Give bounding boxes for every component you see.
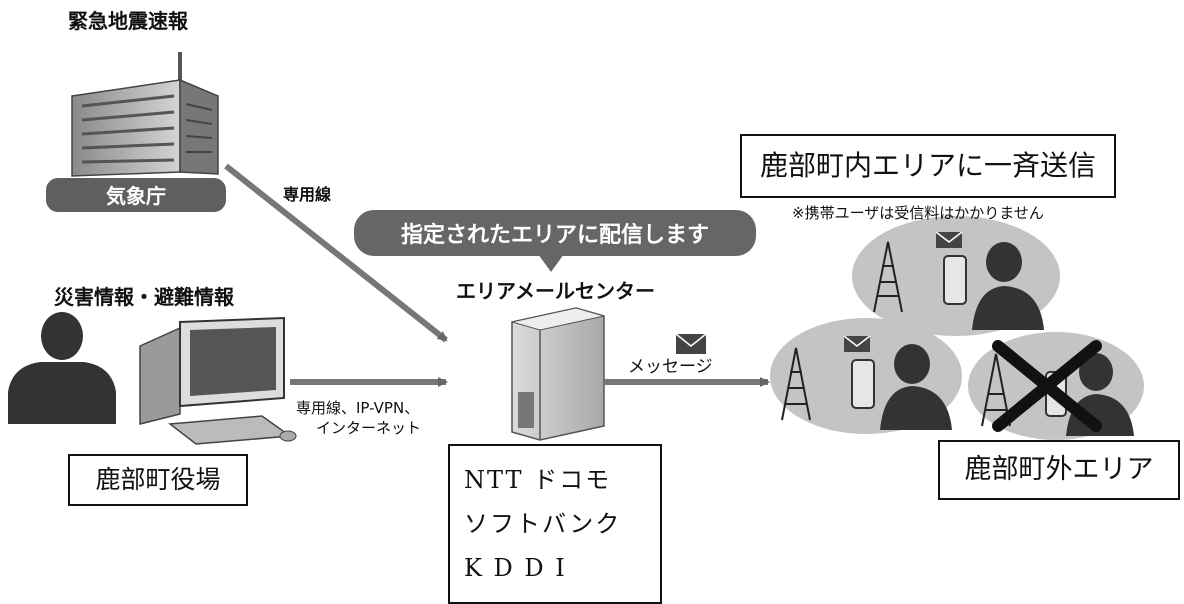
outside-area-label: 鹿部町外エリア [964, 454, 1154, 485]
carrier-docomo: NTT ドコモ [464, 466, 612, 494]
carrier-kddi: K D D I [464, 554, 567, 582]
jma-name: 気象庁 [106, 184, 166, 208]
jma-to-center-arrow [224, 163, 448, 343]
envelope-icon [675, 333, 707, 354]
carrier-box: NTT ドコモ ソフトバンク K D D I [448, 444, 662, 604]
center-title: エリアメールセンター [456, 279, 655, 303]
computer-icon [139, 316, 297, 445]
line-label-bottom-1: 専用線、IP-VPN、 [296, 399, 419, 417]
server-icon [511, 307, 605, 441]
mobile-phone-icon [943, 255, 967, 305]
inside-area-box: 鹿部町内エリアに一斉送信 [740, 134, 1116, 198]
person-icon [972, 242, 1044, 330]
inside-area-label: 鹿部町内エリアに一斉送信 [759, 149, 1096, 182]
cross-mark-icon [992, 340, 1102, 432]
mobile-phone-icon [851, 359, 875, 409]
tower-icon [981, 353, 1011, 427]
note-text: ※携帯ユーザは受信料はかかりません [792, 204, 1044, 222]
envelope-icon [843, 335, 871, 352]
building-icon [71, 52, 219, 177]
message-label: メッセージ [628, 357, 713, 377]
bubble-text: 指定されたエリアに配信します [401, 222, 709, 248]
town-hall-box: 鹿部町役場 [68, 454, 248, 506]
dedicated-line-label: 専用線 [283, 185, 331, 204]
person-icon [1066, 353, 1134, 436]
speech-bubble [354, 210, 756, 272]
disaster-info-title: 災害情報・避難情報 [54, 285, 235, 309]
tower-icon [873, 241, 903, 313]
envelope-icon [935, 231, 963, 248]
jma-label-plate [46, 178, 226, 212]
town-hall-label: 鹿部町役場 [95, 465, 221, 494]
person-icon [880, 344, 952, 430]
outside-area-box: 鹿部町外エリア [938, 440, 1180, 500]
tower-icon [781, 347, 811, 421]
jma-section-title: 緊急地震速報 [68, 9, 189, 33]
carrier-softbank: ソフトバンク [464, 510, 622, 538]
line-label-bottom-2: インターネット [316, 419, 421, 437]
person-icon [8, 312, 116, 424]
